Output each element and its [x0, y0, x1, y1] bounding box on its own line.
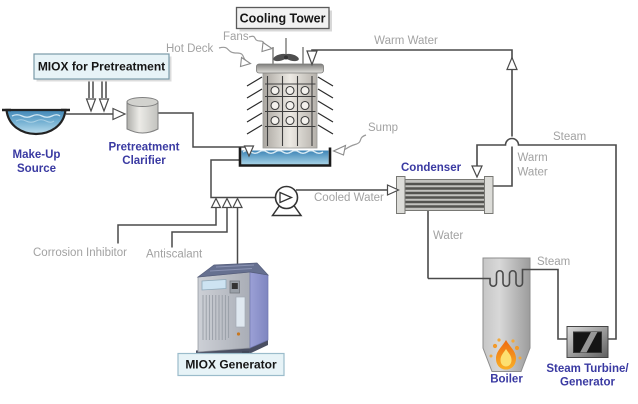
- fan-posts: [272, 47, 304, 64]
- antiscalant-label: Antiscalant: [146, 249, 203, 261]
- miox-generator-unit: [196, 262, 269, 360]
- corrosion-inhibitor-line: [117, 207, 217, 244]
- warm-water-top-label: Warm Water: [374, 35, 438, 47]
- corrosion-inhibitor-label: Corrosion Inhibitor: [33, 247, 127, 259]
- turbine-label-line1: Steam Turbine/: [546, 363, 629, 375]
- arrow-into-clarifier: [112, 107, 127, 121]
- machine-side: [249, 271, 269, 349]
- louvers: [246, 76, 334, 135]
- sump-pointer-arrow: [332, 144, 347, 156]
- condenser-tubes: [405, 182, 485, 208]
- sump-label: Sump: [368, 122, 398, 134]
- pump-icon: [271, 185, 303, 217]
- pump-impeller-arrow: [279, 191, 294, 204]
- steam-to-condenser-label: Steam: [553, 131, 586, 143]
- cooled-water-arrow: [386, 184, 400, 196]
- arrow-into-sump: [243, 145, 255, 158]
- cooling-tower-box: [235, 6, 330, 30]
- hot-deck: [256, 63, 324, 74]
- make-up-source-label-line1: Make-Up: [13, 149, 61, 161]
- text-labels: Fans Hot Deck Warm Water Sump Steam Warm…: [13, 31, 630, 389]
- piping-lines: [66, 49, 617, 340]
- antiscalant-dose-arrow: [221, 197, 233, 209]
- fans-pointer-arrow: [261, 41, 274, 53]
- label-boxes: Cooling Tower MIOX for Pretreatment MIOX…: [33, 6, 332, 377]
- hot-deck-label: Hot Deck: [166, 43, 214, 55]
- pretreatment-dosing-shafts: [88, 79, 107, 98]
- miox-dose-arrow: [232, 197, 243, 209]
- pretreatment-dose-arrow: [85, 98, 97, 113]
- miox-pretreatment-label: MIOX for Pretreatment: [38, 60, 165, 74]
- clarifier-body: [126, 101, 159, 134]
- steam-to-condenser-line: [476, 137, 617, 340]
- warm-label-line1: Warm: [518, 152, 548, 164]
- turbine-stripe: [580, 332, 598, 353]
- clarifier-to-sump-line: [158, 112, 249, 148]
- turbine-label-line2: Generator: [560, 377, 615, 389]
- antiscalant-line: [171, 207, 228, 248]
- water-wave: [15, 119, 55, 123]
- water-label: Water: [433, 230, 463, 242]
- sump-water: [241, 150, 329, 165]
- machine-indicator: [236, 332, 241, 336]
- clarifier-top: [126, 97, 159, 107]
- condenser-left-cap: [396, 176, 406, 214]
- boiler-coil: [428, 268, 567, 340]
- miox-generator-label: MIOX Generator: [185, 358, 277, 372]
- pretreatment-dose-arrow: [98, 98, 110, 113]
- warm-label-line2: Water: [518, 167, 548, 179]
- steam-into-condenser-arrow: [471, 165, 483, 179]
- pretreatment-clarifier: [126, 97, 159, 134]
- flame-icon: [489, 338, 522, 370]
- cooling-tower-label: Cooling Tower: [240, 12, 326, 26]
- flow-arrowheads: [85, 50, 518, 209]
- sump-wave: [242, 150, 324, 154]
- fill-media-grid: [265, 76, 316, 146]
- machine-top-vents: [209, 264, 255, 272]
- fill-media-circles: [270, 85, 310, 126]
- sump-basin: [238, 147, 332, 167]
- water-wave: [11, 114, 61, 118]
- hot-deck-pointer: [218, 46, 247, 62]
- machine-vents: [202, 295, 230, 340]
- condenser-right-cap: [484, 176, 494, 214]
- machine-strip-window: [235, 296, 246, 328]
- machine-control-screen: [231, 283, 238, 289]
- cooling-tower: [246, 38, 334, 149]
- miox-generator-box: [177, 352, 285, 377]
- make-up-source-label-line2: Source: [17, 163, 56, 175]
- condenser: [396, 176, 494, 214]
- miox-pretreatment-box: [33, 53, 170, 80]
- clarifier-label-line1: Pretreatment: [109, 142, 180, 154]
- fans-label: Fans: [223, 31, 249, 43]
- boiler: [428, 257, 567, 372]
- fan-icon: [273, 53, 299, 62]
- hot-deck-pointer-arrow: [239, 56, 252, 68]
- condenser-label: Condenser: [401, 162, 462, 174]
- cooled-water-label: Cooled Water: [314, 192, 384, 204]
- sump-to-pump-line: [210, 159, 275, 199]
- boiler-label: Boiler: [490, 374, 523, 386]
- warm-water-up-arrow: [506, 55, 518, 71]
- steam-turbine-generator: [566, 326, 609, 358]
- sump: [238, 147, 332, 167]
- water-bowl: [5, 108, 67, 135]
- sump-pointer: [344, 134, 367, 150]
- warm-water-into-tower-arrow: [306, 50, 318, 67]
- corrosion-dose-arrow: [210, 197, 222, 209]
- machine-base: [196, 339, 268, 357]
- steam-to-turbine-label: Steam: [537, 256, 570, 268]
- callout-pointers: [218, 35, 367, 156]
- machine-display: [201, 279, 227, 291]
- clarifier-label-line2: Clarifier: [122, 155, 166, 167]
- make-up-source: [2, 108, 70, 135]
